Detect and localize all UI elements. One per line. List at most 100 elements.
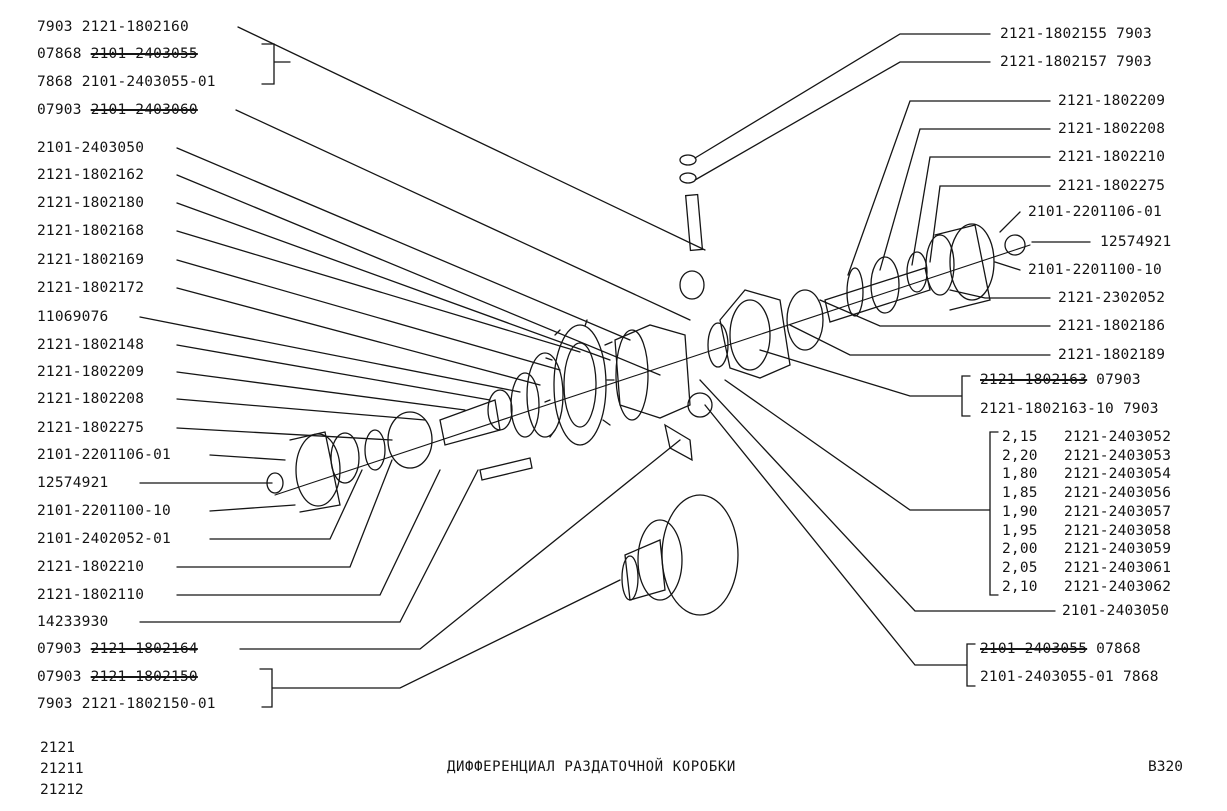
- part-number: 2121-1802150: [90, 669, 198, 685]
- shim-thickness: 2,20: [1002, 447, 1038, 464]
- leader-R14: [699, 379, 1056, 612]
- part-number: 2121-1802148: [37, 337, 145, 353]
- leader-L11: [176, 344, 491, 401]
- catalog-code: 7903: [1122, 401, 1159, 417]
- part-number: 2121-2403059: [1064, 541, 1172, 558]
- part-number: 11069076: [37, 309, 109, 325]
- assembled-differential: [621, 494, 739, 616]
- right-shaft-parts: [824, 223, 1026, 323]
- shim-row: 2,00 2121-2403059: [1002, 541, 1171, 557]
- leader-L7: [176, 230, 581, 353]
- leader-R9: [994, 261, 1021, 271]
- part-number: 2121-2403052: [1064, 429, 1172, 445]
- shim-row: 1,95 2121-2403058: [1002, 523, 1171, 539]
- right-leader-lines: [694, 33, 1091, 687]
- leader-L19: [176, 459, 393, 568]
- part-number: 2101-2403060: [90, 102, 198, 118]
- catalog-code: 07903: [1096, 372, 1141, 388]
- model-number: 2121: [40, 740, 75, 756]
- part-number: 2101-2403055-01: [81, 74, 216, 90]
- catalog-code: 07903: [37, 669, 82, 685]
- part-number: 2121-2403056: [1064, 485, 1172, 502]
- part-number: 2121-1802163-10: [980, 401, 1114, 417]
- left-part-label: 12574921: [37, 475, 108, 491]
- leader-L-bracket2: [259, 579, 621, 708]
- left-part-label: 2121-1802148: [37, 337, 144, 353]
- leader-L21: [139, 469, 479, 623]
- part-number: 2121-1802208: [1058, 121, 1166, 137]
- shim-thickness: 2,00: [1002, 541, 1038, 558]
- leader-L1: [237, 26, 706, 251]
- left-part-label: 2121-1802208: [37, 391, 144, 407]
- leader-R4: [879, 128, 1051, 271]
- leader-L4: [176, 147, 631, 341]
- part-number: 14233930: [37, 614, 109, 630]
- part-number: 2121-2403057: [1064, 503, 1172, 520]
- leader-L20: [176, 469, 441, 596]
- right-part-label: 2121-1802210: [1058, 149, 1165, 165]
- part-number: 2121-1802275: [37, 420, 145, 436]
- catalog-code: 7903: [1116, 26, 1152, 42]
- leader-R6: [929, 185, 1051, 263]
- leader-R12: [789, 324, 1051, 356]
- part-number: 2121-2403061: [1064, 559, 1172, 576]
- leader-L8: [176, 259, 561, 371]
- leader-L10: [139, 316, 521, 393]
- bolt-and-lockplate: [479, 423, 693, 481]
- part-number: 2101-2201106-01: [37, 447, 171, 463]
- shim-thickness: 1,85: [1002, 485, 1038, 502]
- catalog-code: 7903: [37, 696, 73, 712]
- leader-R-bracket3: [704, 404, 976, 687]
- part-number: 2121-1802162: [37, 167, 145, 183]
- left-part-label: 2121-1802168: [37, 223, 144, 239]
- part-number: 2101-2403055: [90, 46, 198, 62]
- part-number: 2121-2403062: [1064, 578, 1172, 595]
- part-number: 2121-1802209: [1058, 93, 1166, 109]
- ring-gear: [544, 319, 615, 446]
- leader-L22: [239, 439, 681, 650]
- right-part-label: 2121-1802275: [1058, 178, 1165, 194]
- right-part-label: 2101-2201106-01: [1028, 204, 1162, 220]
- leader-R10: [949, 289, 1051, 299]
- left-part-label: 11069076: [37, 309, 108, 325]
- leader-R5: [911, 156, 1051, 266]
- part-number: 12574921: [1100, 234, 1172, 250]
- part-number: 2101-2403055-01: [980, 669, 1114, 685]
- part-number: 2121-2302052: [1058, 290, 1166, 306]
- right-part-label: 12574921: [1100, 234, 1171, 250]
- model-number: 21211: [40, 761, 84, 777]
- leader-L3: [235, 109, 691, 321]
- part-number: 2121-2403058: [1064, 522, 1172, 539]
- left-part-label: 2121-1802162: [37, 167, 144, 183]
- part-number: 2121-1802164: [90, 641, 198, 657]
- left-part-label: 2121-1802275: [37, 420, 144, 436]
- left-part-label: 2121-1802172: [37, 280, 144, 296]
- catalog-code: 07903: [37, 102, 82, 118]
- part-number: 2121-1802155: [1000, 26, 1108, 42]
- leader-R11: [819, 299, 1051, 327]
- left-part-label: 2101-2201106-01: [37, 447, 171, 463]
- page-title: ДИФФЕРЕНЦИАЛ РАЗДАТОЧНОЙ КОРОБКИ: [447, 759, 736, 775]
- left-part-label: 07903 2101-2403060: [37, 102, 198, 118]
- leader-L5: [176, 174, 661, 376]
- leader-R7: [999, 211, 1021, 233]
- leader-R-bracket2: [724, 379, 999, 596]
- part-number: 2121-1802208: [37, 391, 145, 407]
- shim-thickness: 1,95: [1002, 522, 1038, 539]
- page-code: В320: [1148, 759, 1183, 775]
- part-number: 2121-1802189: [1058, 347, 1166, 363]
- left-part-label: 2101-2402052-01: [37, 531, 171, 547]
- leader-R2: [694, 61, 991, 181]
